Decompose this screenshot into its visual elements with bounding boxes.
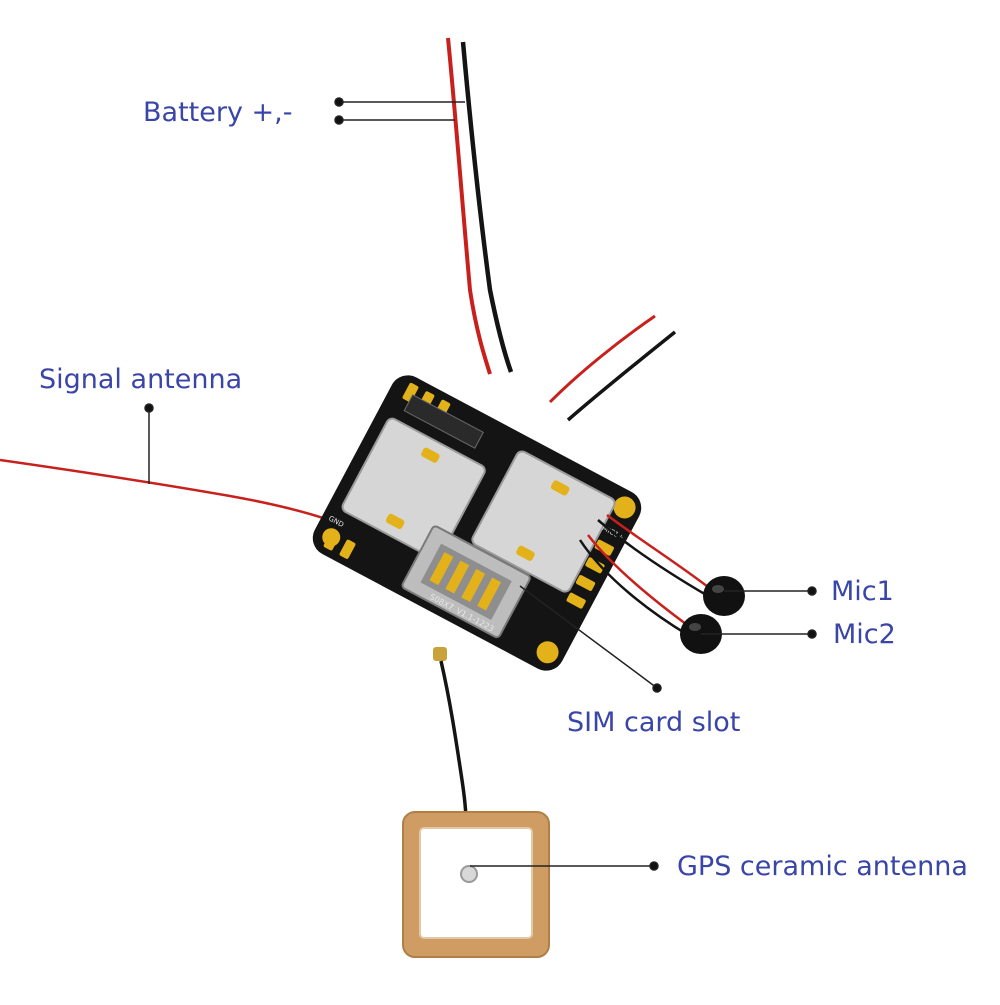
mic-wire-black-upper <box>566 330 677 422</box>
leader-mic2 <box>701 629 817 639</box>
ufl-connector <box>433 647 447 661</box>
mic2-label: Mic2 <box>833 619 896 650</box>
signal-antenna-label: Signal antenna <box>39 364 243 395</box>
gps-ceramic-patch <box>402 811 550 958</box>
mic2-wire-red <box>587 534 691 629</box>
signal-antenna-wire <box>0 458 351 530</box>
pcb-board: S08X7 V1.1-1223 GND MIC1+ <box>312 375 642 671</box>
shield-can-right <box>471 450 616 593</box>
mic1-wire-red <box>606 514 713 591</box>
battery-black-wire <box>460 41 514 373</box>
battery-label: Battery +,- <box>143 97 293 128</box>
leader-signal <box>144 403 154 484</box>
battery-red-wire <box>446 37 492 375</box>
leader-mic1 <box>724 586 817 596</box>
sim-card-slot-label: SIM card slot <box>567 707 741 738</box>
leader-gps <box>470 861 659 871</box>
gps-ceramic-antenna-label: GPS ceramic antenna <box>677 851 968 882</box>
mic1-label: Mic1 <box>831 576 894 607</box>
gps-antenna-cable <box>439 660 468 823</box>
mic2-wire-black <box>578 539 689 637</box>
leader-sim <box>519 585 662 693</box>
mic1-capsule <box>703 576 745 616</box>
sim-slot <box>401 525 531 639</box>
leader-battery <box>334 97 465 125</box>
mic1-wire-black <box>597 519 709 598</box>
mic-wire-red-upper <box>548 314 656 404</box>
shield-can-left <box>341 417 486 560</box>
